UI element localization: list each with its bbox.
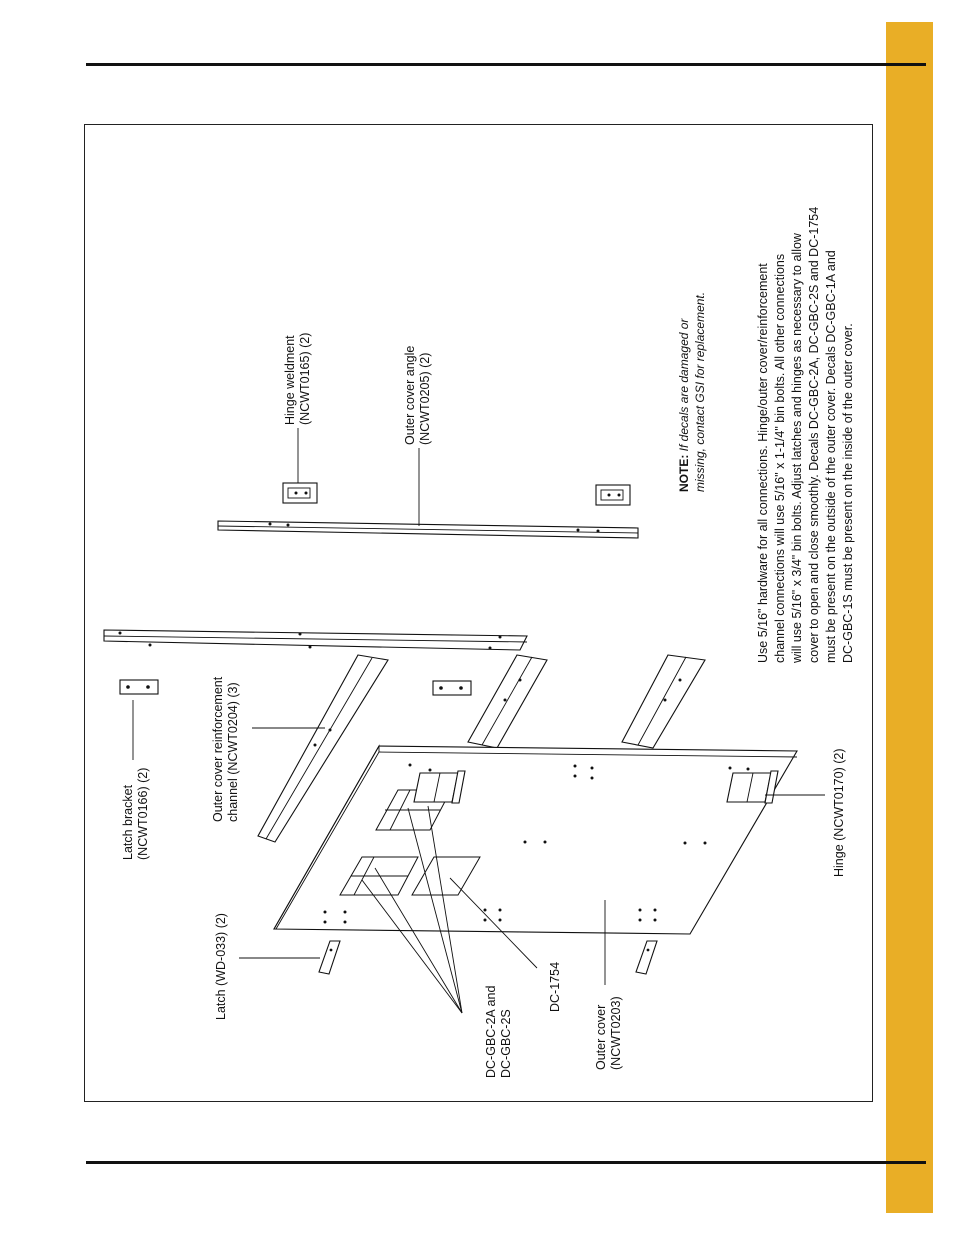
hinge-weldment-part-2 — [595, 484, 631, 506]
label-hinge-weldment: Hinge weldment (NCWT0165) (2) — [283, 332, 312, 425]
decal-note: NOTE: If decals are damaged or missing, … — [677, 292, 707, 492]
outer-cover-panel — [273, 744, 798, 935]
footer-rule — [86, 1161, 926, 1164]
section-tab — [886, 22, 933, 1213]
label-dc-gbc-2: DC-GBC-2A and DC-GBC-2S — [484, 982, 513, 1078]
hardware-instructions: Use 5/16" hardware for all connections. … — [756, 203, 855, 664]
latch-part-2 — [635, 940, 658, 975]
header-rule — [86, 63, 926, 66]
reinforcement-channel-3 — [621, 654, 706, 749]
svg-text:Hinge (NCWT0170) (2): Hinge (NCWT0170) (2) — [832, 748, 846, 877]
reinforcement-channel-1 — [257, 654, 389, 843]
outer-cover-angle-part — [217, 520, 639, 539]
label-dc-1754: DC-1754 — [548, 962, 562, 1012]
label-latch: Latch (WD-033) (2) — [214, 913, 228, 1020]
label-outer-cover: Outer cover (NCWT0203) — [594, 996, 623, 1070]
label-outer-cover-angle: Outer cover angle (NCWT0205) (2) — [403, 342, 432, 445]
svg-text:Outer cover reinforcement: Outer cover reinforcement channel (NCWT0… — [211, 673, 240, 822]
svg-text:Use 5/16" hardware for all con: Use 5/16" hardware for all connections. … — [756, 203, 855, 664]
svg-text:DC-1754: DC-1754 — [548, 962, 562, 1012]
label-hinge: Hinge (NCWT0170) (2) — [832, 748, 846, 877]
hinge-part-lower — [726, 770, 779, 804]
latch-part-1 — [318, 940, 341, 975]
svg-text:DC-GBC-2A and DC-GBC-2S: DC-GBC-2A and DC-GBC-2S — [484, 982, 513, 1078]
svg-text:NOTE: If decals are damaged or: NOTE: If decals are damaged or missing, … — [677, 292, 707, 492]
figure-frame — [84, 124, 873, 1102]
label-latch-bracket: Latch bracket (NCWT0166) (2) — [121, 768, 150, 860]
svg-text:Outer cover (NCWT0203): Outer cover (NCWT0203) — [594, 996, 623, 1070]
hinge-part-upper — [413, 770, 466, 804]
label-reinforcement-channel: Outer cover reinforcement channel (NCWT0… — [211, 673, 240, 822]
latch-bracket-part-2 — [432, 680, 472, 696]
outer-cover-angle-lower — [103, 629, 528, 651]
svg-text:Latch (WD-033) (2): Latch (WD-033) (2) — [214, 913, 228, 1020]
latch-bracket-part-1 — [119, 679, 159, 695]
decal-dc-1754 — [411, 856, 481, 896]
reinforcement-channel-2 — [467, 654, 548, 749]
svg-text:Latch bracket (NCWT0166): Latch bracket (NCWT0166) (2) — [121, 768, 150, 860]
hinge-weldment-part-1 — [282, 482, 318, 504]
svg-text:Hinge weldment (NCWT0165: Hinge weldment (NCWT0165) (2) — [283, 332, 312, 425]
svg-text:Outer cover angle (NCWT0: Outer cover angle (NCWT0205) (2) — [403, 342, 432, 445]
